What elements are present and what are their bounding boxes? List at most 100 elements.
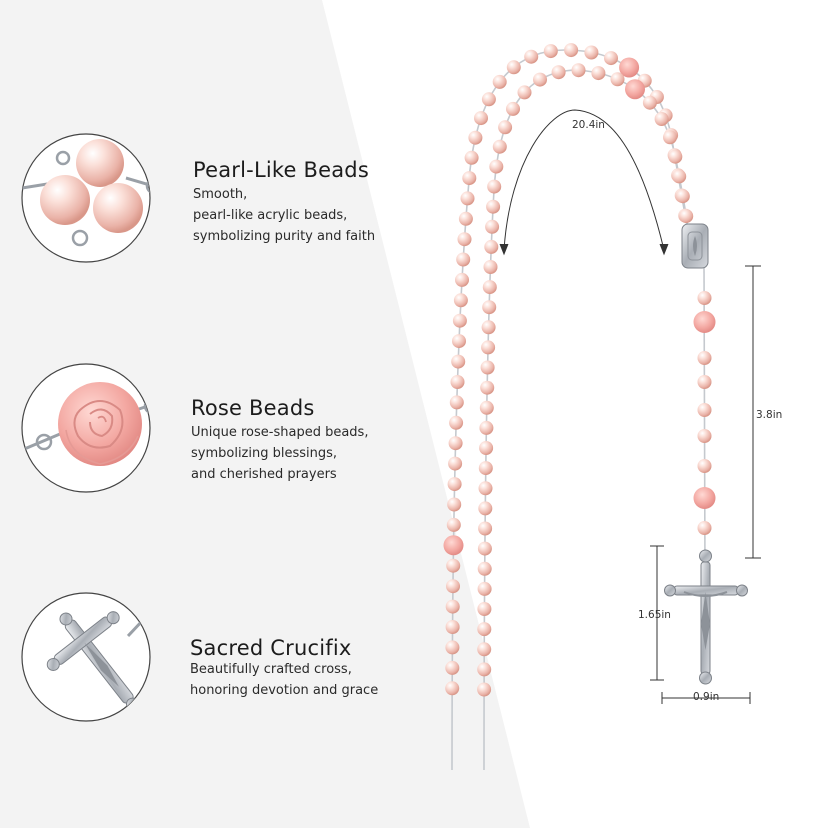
pearl-bead: [478, 481, 493, 496]
pearl-bead: [447, 497, 462, 512]
pearl-bead: [447, 477, 462, 492]
pearl-bead: [668, 149, 683, 164]
rose-bead: [693, 311, 716, 333]
crucifix-icon: [21, 592, 151, 722]
centerpiece-medal: [681, 223, 709, 269]
pearl-bead: [642, 95, 657, 110]
drop-length-dimension: [745, 265, 761, 559]
pearl-bead: [492, 74, 507, 89]
loop-length-dimension: [499, 109, 669, 256]
pearl-bead: [445, 640, 460, 655]
pearl-bead: [486, 199, 501, 214]
feature-title-rose: Rose Beads: [191, 396, 315, 420]
pearl-bead: [452, 334, 466, 349]
crucifix-height-dimension: [650, 545, 664, 681]
pearl-bead: [479, 400, 494, 415]
pearl-bead: [584, 45, 599, 60]
pearl-bead: [455, 272, 469, 287]
pearl-bead: [448, 456, 463, 471]
pearl-bead: [506, 101, 520, 116]
pearl-bead: [446, 558, 461, 573]
pearl-bead: [452, 313, 467, 328]
pearl-bead: [543, 44, 558, 59]
pearl-bead: [571, 63, 586, 78]
pearl-bead: [480, 360, 495, 375]
rose-bead: [625, 79, 645, 100]
pearl-bead: [479, 420, 494, 435]
pearl-bead: [697, 521, 712, 535]
pearl-bead: [449, 415, 464, 430]
feature-desc-pearl: Smooth, pearl-like acrylic beads, symbol…: [193, 187, 376, 244]
pearl-bead: [477, 581, 492, 596]
pearl-bead: [460, 191, 475, 206]
pearl-bead: [492, 139, 507, 154]
pearl-bead: [462, 171, 477, 186]
rose-bead: [619, 57, 640, 78]
pearl-bead: [679, 209, 694, 224]
pearl-bead: [453, 293, 468, 308]
pearl-bead: [477, 622, 492, 637]
pearl-bead: [697, 291, 712, 305]
pearl-bead: [517, 85, 532, 100]
rose-bead: [443, 535, 464, 556]
pearl-bead: [482, 280, 497, 295]
pearl-bead: [654, 112, 669, 126]
pearl-bead: [457, 232, 472, 247]
rosary-chain-right: [483, 69, 692, 771]
pearl-bead: [672, 169, 687, 184]
pearl-bead: [697, 459, 712, 473]
pearl-bead: [663, 130, 677, 145]
pearl-bead: [445, 681, 460, 696]
pearl-bead: [675, 189, 690, 204]
pearl-bead: [610, 72, 625, 87]
pearl-bead: [446, 579, 460, 594]
pearl-bead: [451, 354, 466, 369]
pearl-bead: [445, 660, 460, 675]
pearl-bead: [483, 260, 498, 274]
pearl-bead: [481, 320, 496, 335]
pearl-bead: [487, 179, 502, 194]
pearl-bead: [481, 92, 496, 107]
feature-title-crucifix: Sacred Crucifix: [190, 636, 352, 660]
pearl-bead: [591, 66, 606, 81]
crucifix-height-label: 1.65in: [638, 609, 671, 621]
pearl-bead: [445, 620, 460, 634]
pearl-bead: [506, 60, 521, 75]
pearl-bead: [479, 441, 494, 455]
pearl-bead: [564, 43, 579, 58]
pearl-bead: [474, 111, 488, 126]
pearl-bead: [478, 501, 493, 516]
drop-length-label: 3.8in: [756, 409, 783, 421]
pearl-bead: [456, 252, 471, 267]
crucifix-width-label: 0.9in: [693, 691, 720, 703]
pearl-bead: [477, 541, 492, 556]
pearl-bead: [478, 461, 493, 476]
pearl-bead: [478, 521, 493, 536]
rose-bead-icon: [21, 363, 151, 493]
pearl-bead: [477, 642, 492, 657]
pearl-bead: [489, 159, 504, 174]
pearl-bead: [477, 682, 492, 697]
loop-length-label: 20.4in: [572, 119, 605, 131]
feature-desc-crucifix: Beautifully crafted cross, honoring devo…: [190, 662, 379, 698]
pearl-bead: [697, 375, 712, 389]
pearl-bead: [468, 130, 483, 145]
pearl-bead: [464, 150, 479, 165]
rose-bead: [693, 487, 716, 509]
pearl-bead: [477, 602, 492, 616]
pearl-bead: [551, 65, 566, 80]
pearl-bead: [485, 219, 500, 234]
crucifix-width-dimension: [661, 692, 751, 704]
pearl-bead: [458, 211, 473, 226]
pearl-bead: [477, 662, 492, 677]
pearl-bead: [445, 599, 460, 614]
pearl-bead: [448, 436, 463, 451]
pearl-bead: [477, 561, 492, 576]
pearl-bead: [482, 300, 497, 315]
rosary-crucifix: [664, 549, 748, 685]
pearl-bead: [604, 51, 618, 66]
pearl-bead: [449, 395, 464, 410]
pearl-bead: [484, 239, 499, 254]
feature-title-pearl: Pearl-Like Beads: [193, 158, 369, 182]
